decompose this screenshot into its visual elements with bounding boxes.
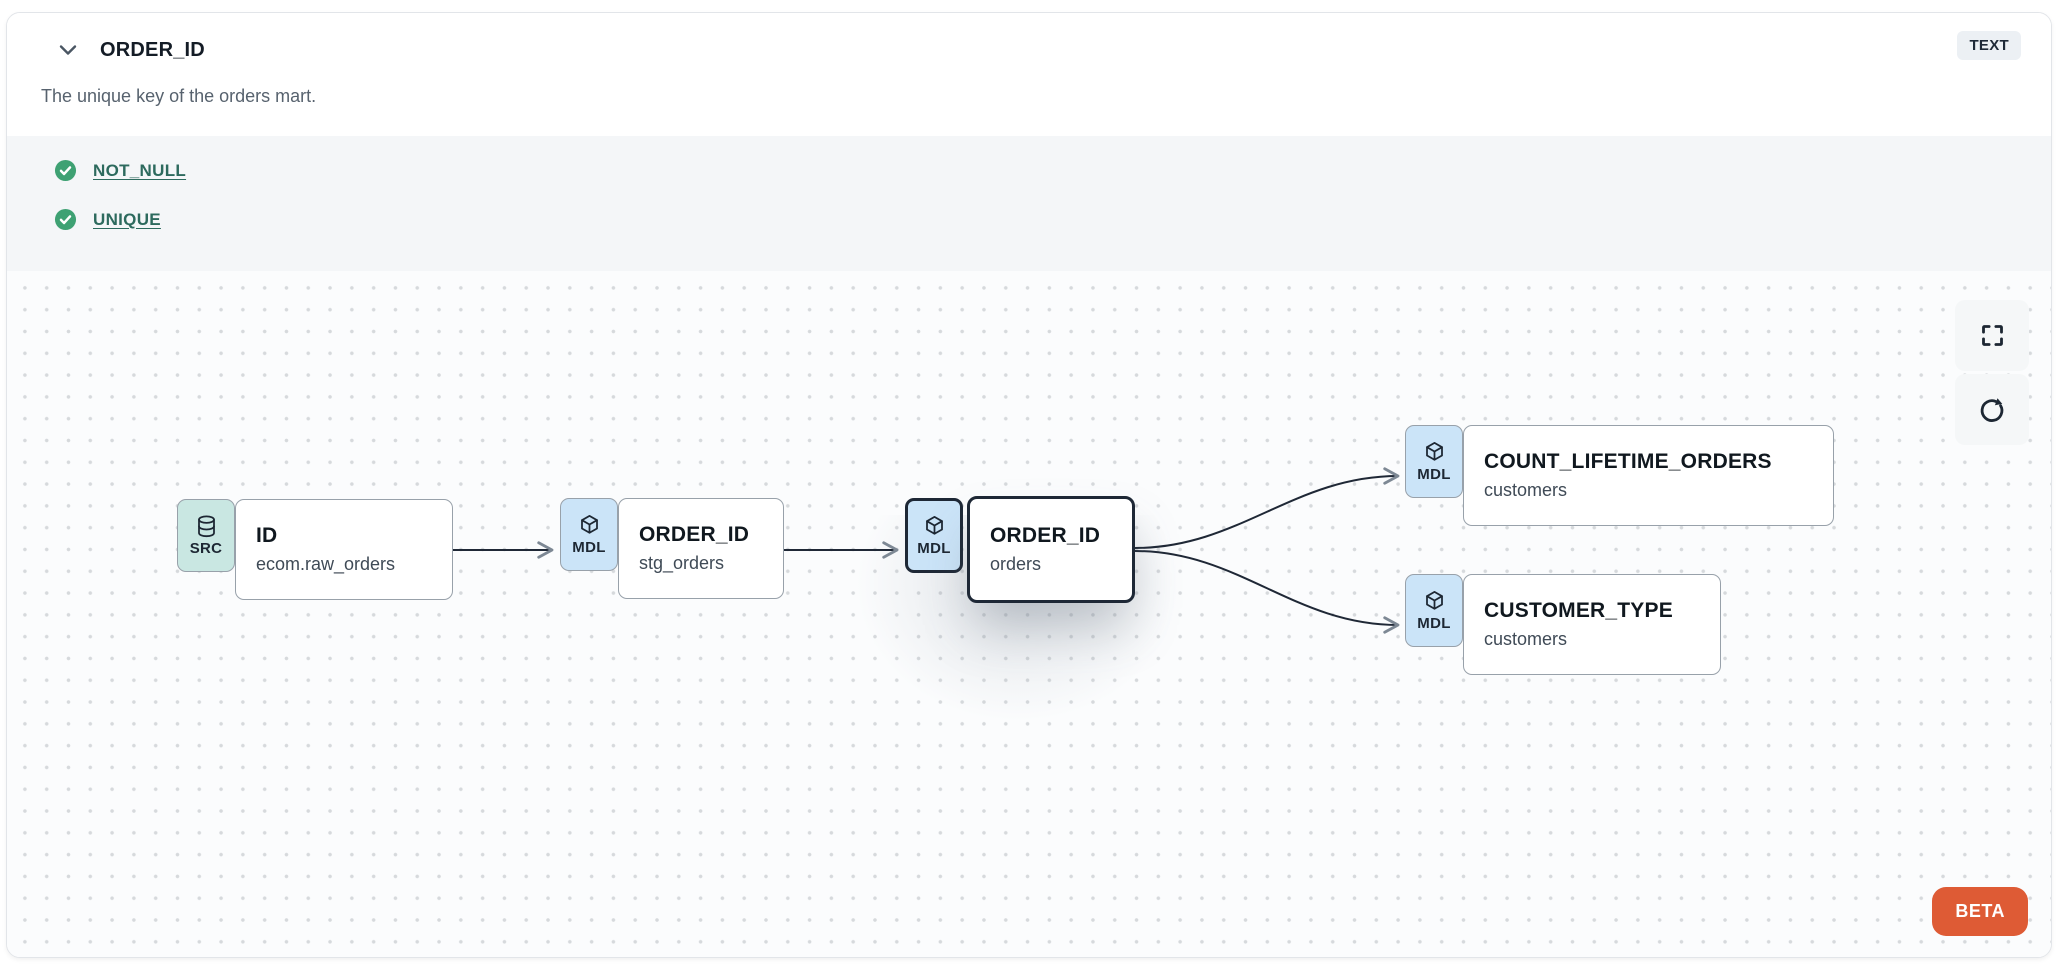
column-lineage-panel: ORDER_ID TEXT The unique key of the orde… xyxy=(6,12,2052,958)
node-subtitle: customers xyxy=(1484,480,1568,500)
node-subtitle: stg_orders xyxy=(639,553,725,573)
node-subtitle: orders xyxy=(990,554,1042,574)
node-card: CUSTOMER_TYPE customers xyxy=(1463,574,1721,675)
node-title: COUNT_LIFETIME_ORDERS xyxy=(1484,450,1772,473)
beta-badge[interactable]: BETA xyxy=(1932,887,2028,936)
database-icon xyxy=(197,515,215,538)
test-link-unique[interactable]: UNIQUE xyxy=(93,209,161,229)
node-title: CUSTOMER_TYPE xyxy=(1484,599,1673,622)
column-description: The unique key of the orders mart. xyxy=(41,86,317,106)
column-type-badge: TEXT xyxy=(1957,31,2021,60)
node-subtitle: ecom.raw_orders xyxy=(256,554,396,574)
tests-section: NOT_NULL UNIQUE xyxy=(7,136,2051,271)
refresh-button[interactable] xyxy=(1955,374,2029,445)
cube-icon xyxy=(925,516,943,535)
check-circle-icon xyxy=(54,208,77,231)
node-title: ORDER_ID xyxy=(639,523,750,546)
node-badge-label: MDL xyxy=(1417,615,1451,632)
lineage-edges xyxy=(453,467,1400,634)
node-type-badge: MDL xyxy=(905,498,963,573)
node-type-badge: MDL xyxy=(1405,574,1463,647)
node-card: ORDER_ID orders xyxy=(967,496,1135,603)
node-type-badge: MDL xyxy=(1405,425,1463,498)
fullscreen-button[interactable] xyxy=(1955,300,2029,371)
test-link-not-null[interactable]: NOT_NULL xyxy=(93,160,187,180)
test-row: NOT_NULL xyxy=(54,157,2051,184)
node-type-badge: SRC xyxy=(177,499,235,572)
node-badge-label: MDL xyxy=(1417,466,1451,483)
cube-icon xyxy=(580,515,598,534)
test-row: UNIQUE xyxy=(54,206,2051,233)
collapse-toggle-button[interactable] xyxy=(55,37,81,63)
chevron-down-icon xyxy=(59,45,77,55)
node-badge-label: MDL xyxy=(572,539,606,556)
fullscreen-icon xyxy=(1981,325,2003,346)
cube-icon xyxy=(1425,591,1443,610)
canvas-controls xyxy=(1955,300,2029,445)
node-title: ID xyxy=(256,524,278,547)
check-circle-icon xyxy=(54,159,77,182)
page-title: ORDER_ID xyxy=(100,38,205,61)
node-badge-label: MDL xyxy=(917,540,951,557)
node-type-badge: MDL xyxy=(560,498,618,571)
lineage-canvas[interactable]: SRC ID ecom.raw_orders MDL ORDER_ID stg_… xyxy=(7,271,2051,957)
node-card: ID ecom.raw_orders xyxy=(235,499,453,600)
node-card: ORDER_ID stg_orders xyxy=(618,498,784,599)
edge-orders-to-count xyxy=(1134,467,1400,549)
refresh-icon xyxy=(1980,397,2004,422)
node-title: ORDER_ID xyxy=(990,524,1101,547)
edge-orders-to-customer-type xyxy=(1134,550,1400,634)
node-subtitle: customers xyxy=(1484,629,1568,649)
node-badge-label: SRC xyxy=(189,540,223,557)
node-card: COUNT_LIFETIME_ORDERS customers xyxy=(1463,425,1834,526)
cube-icon xyxy=(1425,442,1443,461)
header: ORDER_ID TEXT The unique key of the orde… xyxy=(7,13,2051,136)
